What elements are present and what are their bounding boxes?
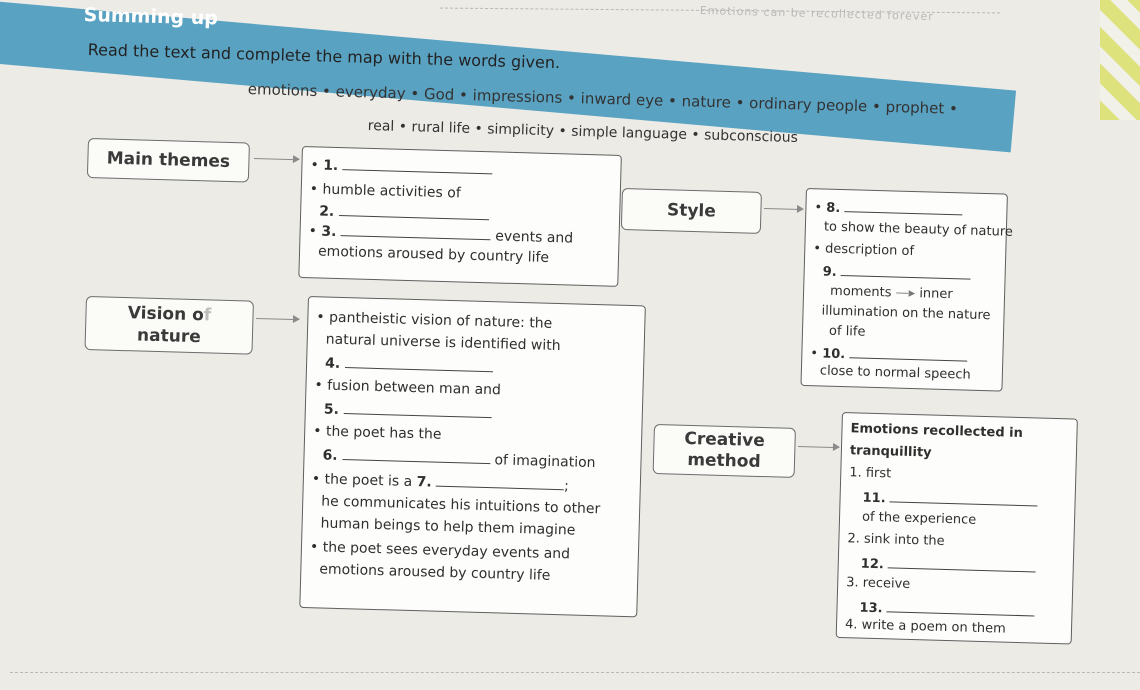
step-2-text: 2. sink into the bbox=[847, 531, 945, 549]
item-6-row: 6. of imagination bbox=[322, 446, 596, 472]
item-7-row: • the poet is a 7. ; bbox=[311, 471, 570, 495]
step-4-text: 4. write a poem on them bbox=[844, 617, 1006, 637]
creative-method-tag: Creative method bbox=[652, 424, 796, 478]
illumination-text: illumination on the nature bbox=[821, 303, 991, 324]
poet-sees-row: • the poet sees everyday events and bbox=[309, 539, 571, 563]
blank-10[interactable] bbox=[849, 344, 968, 362]
vision-box: • pantheistic vision of nature: the natu… bbox=[299, 296, 646, 618]
number-12: 12. bbox=[860, 556, 884, 573]
blank-11[interactable] bbox=[889, 488, 1039, 507]
number-3: 3. bbox=[321, 223, 337, 240]
poet-has-row: • the poet has the bbox=[313, 423, 442, 443]
style-box: • 8. to show the beauty of nature • desc… bbox=[800, 188, 1013, 392]
method-line: method bbox=[687, 449, 761, 472]
number-11: 11. bbox=[862, 490, 886, 507]
emotions-aroused-text: emotions aroused by country life bbox=[319, 561, 551, 584]
blank-6[interactable] bbox=[341, 446, 491, 465]
number-8: 8. bbox=[826, 200, 841, 216]
blank-3[interactable] bbox=[340, 222, 492, 241]
item-8-row: • 8. bbox=[814, 197, 963, 219]
emotions-country-life-text: emotions aroused by country life bbox=[317, 243, 550, 266]
moments-inner-row: moments —▸ inner bbox=[829, 283, 953, 303]
number-13: 13. bbox=[859, 600, 883, 617]
blank-1[interactable] bbox=[342, 156, 493, 175]
item-11-row: 11. bbox=[862, 488, 1039, 511]
blank-2[interactable] bbox=[338, 202, 489, 221]
creative-box: Emotions recollected in tranquillity 1. … bbox=[835, 412, 1078, 645]
blank-7[interactable] bbox=[436, 472, 565, 491]
creative-heading-1: Emotions recollected in bbox=[850, 421, 1024, 442]
vision-tag-line-1: Vision of bbox=[127, 303, 212, 326]
humble-row: • humble activities of bbox=[309, 181, 461, 202]
item-1-row: • 1. bbox=[310, 155, 493, 178]
of-life-text: of life bbox=[828, 323, 866, 340]
step-3-text: 3. receive bbox=[846, 575, 911, 592]
events-and-text: events and bbox=[495, 228, 574, 247]
main-themes-tag: Main themes bbox=[86, 138, 250, 183]
number-2: 2. bbox=[318, 203, 335, 220]
communicates-text: he communicates his intuitions to other bbox=[321, 493, 601, 518]
step-1-text: 1. first bbox=[849, 465, 892, 482]
human-beings-text: human beings to help them imagine bbox=[320, 515, 576, 539]
item-13-row: 13. bbox=[859, 598, 1035, 621]
style-tag: Style bbox=[620, 188, 762, 234]
item-2-row: 2. bbox=[319, 202, 489, 225]
arrow-creative bbox=[797, 446, 838, 449]
decorative-stripes bbox=[1100, 0, 1140, 120]
item-10-row: • 10. bbox=[810, 343, 968, 365]
section-title: Summing up bbox=[83, 4, 219, 30]
number-6: 6. bbox=[322, 447, 338, 464]
item-12-row: 12. bbox=[861, 554, 1037, 577]
show-beauty-text: to show the beauty of nature bbox=[823, 219, 1014, 240]
blank-13[interactable] bbox=[886, 598, 1035, 617]
number-10: 10. bbox=[821, 346, 846, 363]
arrow-right-icon: —▸ bbox=[895, 285, 916, 302]
item-3-row: • 3. events and bbox=[308, 222, 574, 247]
humble-activities-text: humble activities of bbox=[322, 181, 461, 202]
vision-tag-line-2: nature bbox=[136, 325, 202, 348]
blank-4[interactable] bbox=[344, 354, 493, 373]
blank-8[interactable] bbox=[844, 198, 963, 216]
number-1: 1. bbox=[322, 157, 339, 175]
item-9-row: 9. bbox=[822, 262, 972, 284]
description-row: • description of bbox=[813, 241, 915, 260]
faded-handwritten-note: Emotions can be recollected forever bbox=[699, 4, 934, 24]
arrow-vision bbox=[255, 318, 298, 321]
bottom-dotted-rule bbox=[10, 672, 1140, 673]
blank-12[interactable] bbox=[887, 554, 1037, 573]
item-4-row: 4. bbox=[325, 354, 493, 377]
close-speech-text: close to normal speech bbox=[819, 363, 971, 383]
fusion-row: • fusion between man and bbox=[314, 377, 502, 399]
item-5-row: 5. bbox=[324, 399, 492, 422]
pantheistic-row: • pantheistic vision of nature: the bbox=[316, 309, 553, 332]
blank-5[interactable] bbox=[343, 400, 492, 419]
main-themes-box: • 1. • humble activities of 2. • 3. even… bbox=[298, 146, 622, 287]
number-5: 5. bbox=[323, 401, 340, 418]
number-9: 9. bbox=[822, 264, 837, 280]
creative-heading-2: tranquillity bbox=[849, 443, 932, 461]
vision-of-nature-tag: Vision of nature bbox=[84, 296, 254, 355]
natural-universe-text: natural universe is identified with bbox=[325, 331, 561, 355]
number-4: 4. bbox=[324, 355, 341, 372]
arrow-main-themes bbox=[253, 158, 298, 161]
creative-line: Creative bbox=[684, 428, 766, 452]
of-experience-text: of the experience bbox=[861, 509, 977, 528]
blank-9[interactable] bbox=[840, 262, 972, 280]
number-7: 7. bbox=[416, 474, 432, 491]
arrow-style bbox=[763, 208, 802, 211]
